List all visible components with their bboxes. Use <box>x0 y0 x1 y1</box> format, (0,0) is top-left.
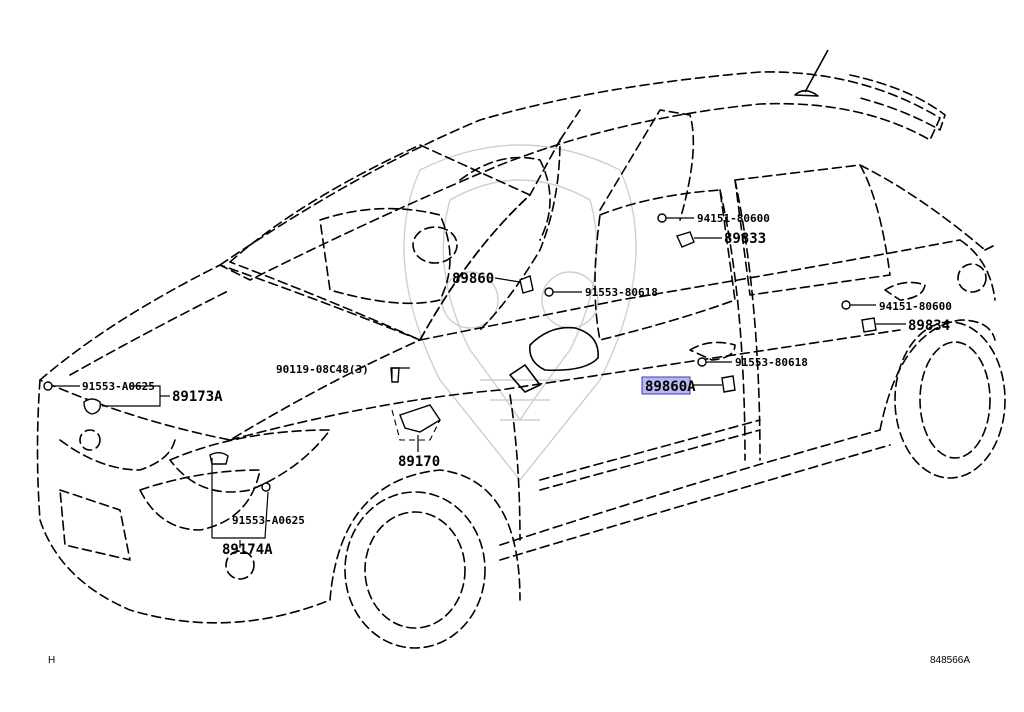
footer: H 848566A <box>48 655 970 666</box>
label-91553-a0625-lower[interactable]: 91553-A0625 <box>232 514 305 527</box>
label-91553-80618-lower[interactable]: 91553-80618 <box>735 356 808 369</box>
label-89833[interactable]: 89833 <box>724 231 766 247</box>
label-89170[interactable]: 89170 <box>398 454 440 470</box>
airbag-sensor-89170 <box>399 404 441 433</box>
label-89834[interactable]: 89834 <box>908 318 950 334</box>
screw-91553-a0625-left <box>43 381 53 391</box>
sensor-89174a <box>209 452 229 465</box>
sensor-89860a <box>721 375 736 393</box>
sensor-parts <box>43 213 877 492</box>
label-91553-a0625-left[interactable]: 91553-A0625 <box>82 380 155 393</box>
clip-94151-right <box>841 300 851 310</box>
screw-91553-a0625-lower <box>261 482 271 492</box>
label-89860a[interactable]: 89860A <box>645 379 696 395</box>
label-89174a[interactable]: 89174A <box>222 542 273 558</box>
label-91553-80618-upper[interactable]: 91553-80618 <box>585 286 658 299</box>
screw-91553-80618-lower <box>697 357 707 367</box>
label-89860[interactable]: 89860 <box>452 271 494 287</box>
label-94151-80600-upper[interactable]: 94151-80600 <box>697 212 770 225</box>
label-89173a[interactable]: 89173A <box>172 389 223 405</box>
sensor-89834 <box>861 317 877 333</box>
car-body <box>36 49 1006 649</box>
screw-91553-80618-upper <box>544 287 554 297</box>
label-90119-08c48[interactable]: 90119-08C48(3) <box>276 363 369 376</box>
leader-lines <box>52 217 906 548</box>
clip-94151-upper <box>657 213 667 223</box>
highlight-89860a <box>641 376 691 395</box>
sensor-89173a <box>83 398 102 415</box>
watermark-emblem <box>403 144 637 482</box>
callout-labels: 94151-80600 89833 89860 91553-80618 9415… <box>82 212 952 558</box>
footer-left-code: H <box>48 655 55 666</box>
sensor-89860 <box>519 275 534 294</box>
drawing-number: 848566A <box>930 655 970 666</box>
label-94151-80600-right[interactable]: 94151-80600 <box>879 300 952 313</box>
sensor-89833 <box>676 231 695 248</box>
